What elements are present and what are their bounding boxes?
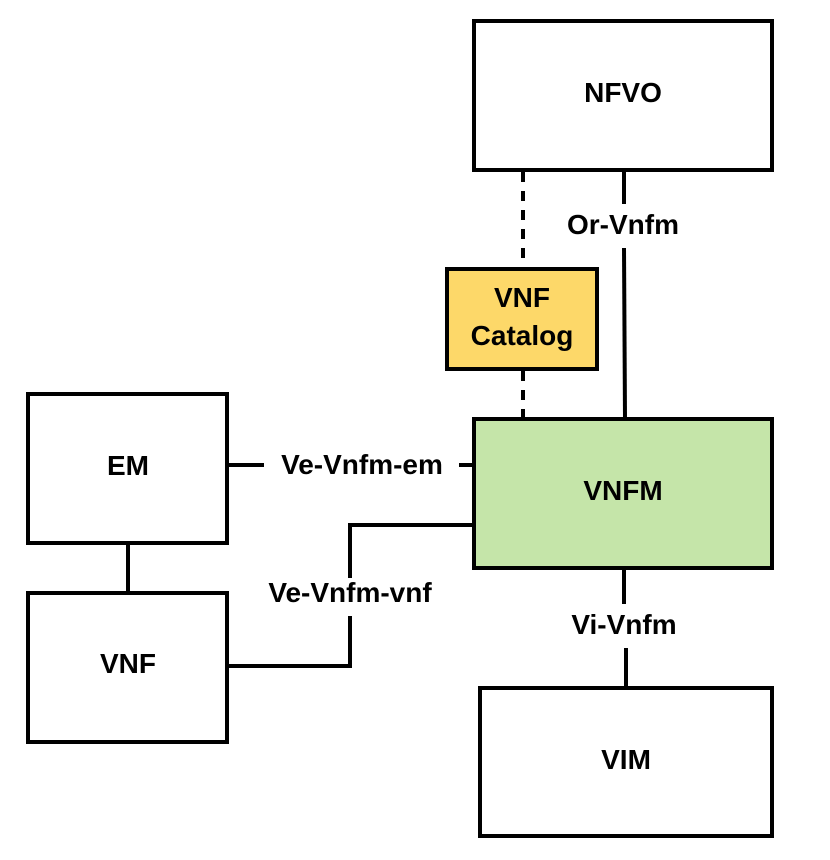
em-box — [26, 392, 229, 545]
em-label: EM — [107, 450, 149, 481]
vnfm-label: VNFM — [583, 475, 662, 506]
nfvo-box — [472, 19, 774, 172]
vim-box — [478, 686, 774, 838]
vi-vnfm-interface-label: Vi-Vnfm — [571, 609, 676, 640]
vnfm-node: VNFM — [472, 417, 774, 570]
vnf-catalog-node: VNF Catalog — [445, 267, 599, 371]
vnf-catalog-box — [445, 267, 599, 371]
or-vnfm-line-lower — [622, 247, 627, 420]
vim-node: VIM — [478, 686, 774, 838]
ve-vnfm-em-interface-label: Ve-Vnfm-em — [281, 449, 443, 480]
vnf-box — [26, 591, 229, 744]
em-node: EM — [26, 392, 229, 545]
vnf-catalog-label-line2: Catalog — [471, 320, 574, 351]
vnfm-box — [472, 417, 774, 570]
ve-vnfm-vnf-line-lower — [229, 616, 352, 668]
vnf-node: VNF — [26, 591, 229, 744]
ve-vnfm-vnf-interface-label: Ve-Vnfm-vnf — [268, 577, 432, 608]
nfvo-node: NFVO — [472, 19, 774, 172]
vnf-label: VNF — [100, 648, 156, 679]
or-vnfm-interface-label: Or-Vnfm — [567, 209, 679, 240]
vnf-catalog-label-line1: VNF — [494, 282, 550, 313]
vim-label: VIM — [601, 744, 651, 775]
nfvo-label: NFVO — [584, 77, 662, 108]
ve-vnfm-vnf-line-upper — [348, 523, 474, 578]
